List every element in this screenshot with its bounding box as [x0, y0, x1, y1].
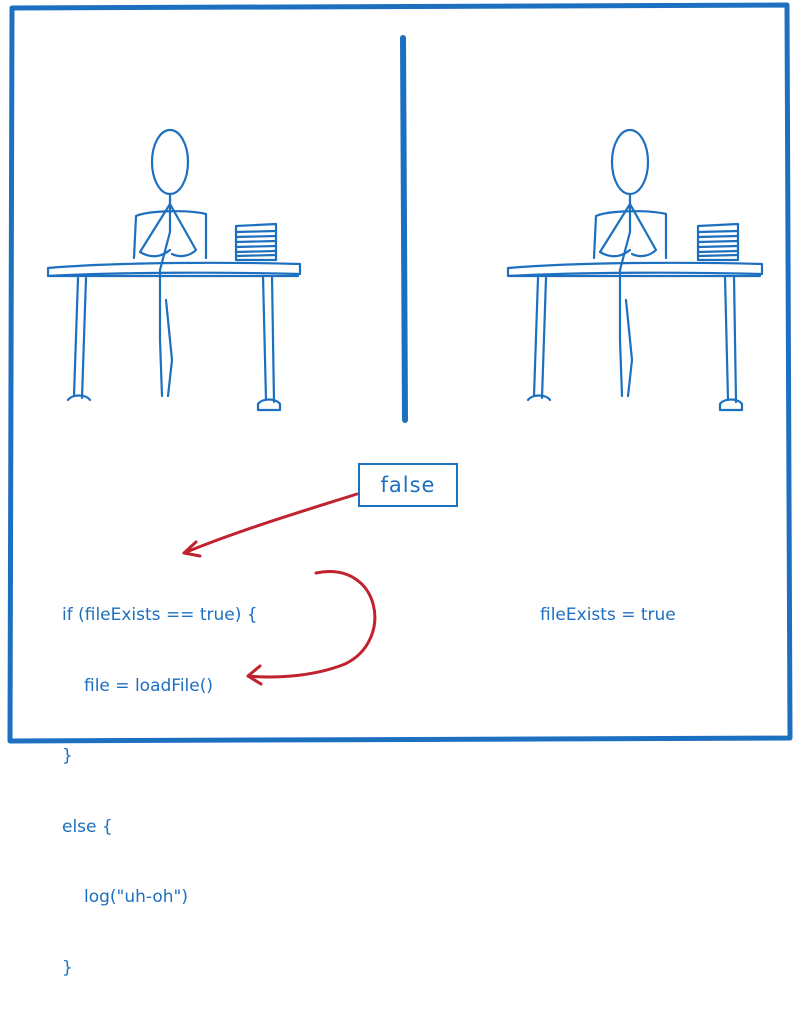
jump-to-else-arrow — [248, 572, 375, 677]
code-line-assignment: fileExists = true — [540, 604, 676, 628]
code-line-close-if: } — [62, 745, 258, 769]
false-value-label: false — [381, 473, 436, 497]
code-line-load-file: file = loadFile() — [62, 675, 258, 699]
code-line-if: if (fileExists == true) { — [62, 604, 258, 628]
false-to-condition-arrow — [184, 494, 357, 553]
paper-stack-icon — [236, 224, 276, 260]
desk-icon — [48, 263, 300, 410]
code-line-else: else { — [62, 816, 258, 840]
comic-panel: false if (fileExists == true) { file = l… — [0, 0, 795, 745]
left-scene — [48, 130, 300, 410]
desk-icon — [508, 263, 762, 410]
right-scene — [508, 130, 762, 410]
paper-stack-icon — [698, 224, 738, 260]
code-line-log: log("uh-oh") — [62, 886, 258, 910]
panel-divider — [403, 38, 405, 420]
false-value-box: false — [358, 463, 458, 507]
code-block-left: if (fileExists == true) { file = loadFil… — [62, 557, 258, 1027]
code-block-right: fileExists = true — [540, 557, 676, 675]
code-line-close-else: } — [62, 957, 258, 981]
